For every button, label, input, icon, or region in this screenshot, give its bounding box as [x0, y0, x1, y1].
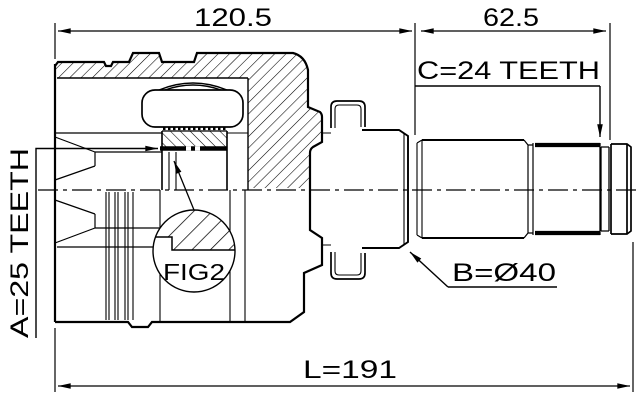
- ball-dome: [158, 82, 228, 91]
- boot-collar: [362, 129, 409, 249]
- fig2-leader-arrow: [173, 160, 195, 211]
- label-diameter-b: B=Ø40: [409, 251, 557, 288]
- dimension-62-5: 62.5: [420, 4, 607, 34]
- housing-right-wall-hatch: [248, 78, 322, 188]
- label-teeth-a: A=25 TEETH: [6, 145, 159, 338]
- label-teeth-c: C=24 TEETH: [415, 57, 603, 138]
- overall-length-label: L=191: [303, 356, 397, 384]
- dimension-62-5-label: 62.5: [483, 4, 539, 32]
- diameter-b-label: B=Ø40: [452, 259, 556, 287]
- snap-ring-groove: [600, 146, 610, 232]
- roller-bearing: [141, 82, 244, 132]
- dimension-120-5: 120.5: [57, 4, 413, 34]
- fig2-label: FIG2: [163, 259, 225, 285]
- housing-outline: [53, 51, 324, 329]
- extension-lines: [54, 23, 634, 392]
- spline-teeth-lines: [535, 142, 600, 236]
- housing-wall-hatch: [55, 53, 308, 78]
- dimension-120-5-label: 120.5: [194, 4, 272, 32]
- dimension-overall-length: L=191: [57, 356, 631, 389]
- hub-hatch: [162, 131, 227, 147]
- shaft-main-section: [422, 139, 524, 239]
- tripod-hub: [160, 131, 248, 190]
- teeth-a-label: A=25 TEETH: [6, 148, 34, 338]
- drive-shaft: [362, 129, 632, 249]
- teeth-c-label: C=24 TEETH: [417, 57, 600, 85]
- shaft-end: [610, 143, 632, 235]
- deflector-ring: [323, 100, 366, 280]
- fig2-detail-circle: FIG2: [152, 160, 236, 293]
- spline-section: [535, 142, 601, 236]
- diameter-b-leader-arrow: [409, 251, 449, 288]
- clamp-groove-lines: [105, 192, 134, 320]
